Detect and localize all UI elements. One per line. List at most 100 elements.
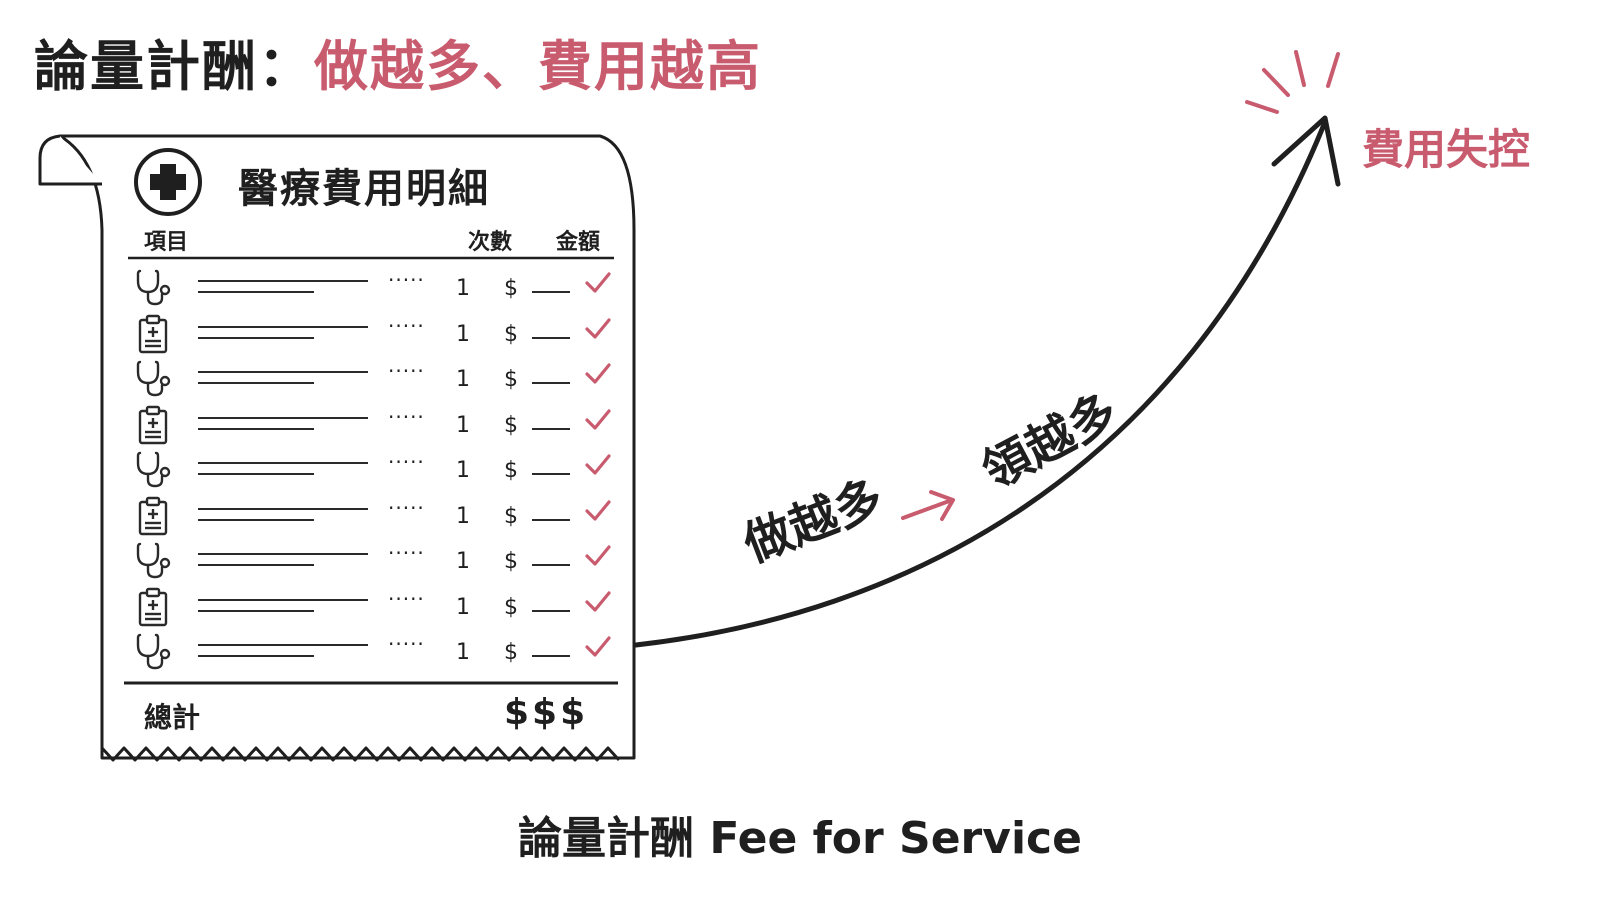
item-text-line bbox=[198, 553, 368, 555]
row-currency: $ bbox=[504, 412, 518, 438]
row-currency: $ bbox=[504, 549, 518, 574]
row-currency: $ bbox=[504, 276, 518, 301]
column-header-amount: 金額 bbox=[556, 230, 601, 255]
stethoscope-icon bbox=[134, 268, 174, 312]
leader-dots: ····· bbox=[388, 313, 425, 338]
burst-icon bbox=[1245, 50, 1340, 114]
leader-dots: ····· bbox=[388, 541, 425, 565]
row-count: 1 bbox=[456, 321, 470, 347]
leader-dots: ····· bbox=[388, 404, 425, 429]
table-row: ····· 1 $ bbox=[128, 308, 618, 354]
item-text-line bbox=[198, 462, 368, 464]
leader-dots: ····· bbox=[388, 268, 425, 292]
check-icon bbox=[584, 543, 612, 573]
clipboard-icon bbox=[134, 587, 174, 631]
stethoscope-icon bbox=[134, 359, 174, 403]
item-subtext-line bbox=[198, 336, 314, 339]
check-icon bbox=[584, 361, 612, 391]
check-icon bbox=[584, 452, 612, 482]
row-currency: $ bbox=[504, 594, 518, 620]
item-subtext-line bbox=[198, 655, 314, 657]
page-title: 論量計酬：做越多、費用越高 bbox=[34, 22, 762, 101]
leader-dots: ····· bbox=[388, 586, 425, 611]
column-header-count: 次數 bbox=[468, 230, 513, 255]
row-amount-blank bbox=[532, 655, 570, 657]
table-row: ····· 1 $ bbox=[128, 535, 618, 581]
stethoscope-icon bbox=[134, 632, 174, 676]
item-text-line bbox=[198, 507, 368, 510]
receipt-heading: 醫療費用明細 bbox=[238, 166, 490, 212]
row-currency: $ bbox=[504, 640, 518, 665]
row-currency: $ bbox=[504, 367, 518, 392]
check-icon bbox=[584, 407, 612, 437]
check-icon bbox=[584, 270, 612, 300]
item-text-line bbox=[198, 371, 368, 373]
row-currency: $ bbox=[504, 458, 518, 483]
row-count: 1 bbox=[456, 594, 470, 620]
row-count: 1 bbox=[456, 458, 470, 483]
check-icon bbox=[584, 498, 612, 528]
row-currency: $ bbox=[504, 503, 518, 529]
item-text-line bbox=[198, 644, 368, 646]
row-amount-blank bbox=[532, 382, 570, 384]
item-subtext-line bbox=[198, 518, 314, 521]
item-text-line bbox=[198, 325, 368, 328]
row-amount-blank bbox=[532, 564, 570, 566]
table-row: ····· 1 $ bbox=[128, 262, 618, 308]
stethoscope-icon bbox=[134, 541, 174, 585]
table-row: ····· 1 $ bbox=[128, 399, 618, 445]
item-subtext-line bbox=[198, 609, 314, 612]
row-amount-blank bbox=[532, 427, 570, 430]
table-row: ····· 1 $ bbox=[128, 490, 618, 536]
column-header-item: 項目 bbox=[144, 230, 189, 255]
receipt-rows: ·····1$ ·····1$ ·····1$ ·····1$ ·····1$ … bbox=[128, 262, 618, 672]
row-count: 1 bbox=[456, 503, 470, 529]
table-row: ····· 1 $ bbox=[128, 444, 618, 490]
item-subtext-line bbox=[198, 473, 314, 475]
row-currency: $ bbox=[504, 321, 518, 347]
clipboard-icon bbox=[134, 496, 174, 540]
medical-cross-icon bbox=[134, 148, 202, 216]
item-subtext-line bbox=[198, 564, 314, 566]
clipboard-icon bbox=[134, 405, 174, 449]
item-text-line bbox=[198, 416, 368, 419]
row-count: 1 bbox=[456, 549, 470, 574]
growth-curve bbox=[633, 119, 1328, 648]
leader-dots: ····· bbox=[388, 450, 425, 474]
title-accent: 做越多、費用越高 bbox=[314, 35, 762, 98]
row-count: 1 bbox=[456, 640, 470, 665]
row-amount-blank bbox=[532, 609, 570, 612]
row-amount-blank bbox=[532, 336, 570, 339]
row-count: 1 bbox=[456, 276, 470, 301]
leader-dots: ····· bbox=[388, 632, 425, 656]
item-subtext-line bbox=[198, 427, 314, 430]
check-icon bbox=[584, 589, 612, 619]
receipt-curl bbox=[38, 134, 102, 186]
small-arrow-icon bbox=[901, 490, 955, 521]
item-subtext-line bbox=[198, 382, 314, 384]
check-icon bbox=[584, 634, 612, 664]
item-subtext-line bbox=[198, 291, 314, 293]
table-row: ····· 1 $ bbox=[128, 353, 618, 399]
stethoscope-icon bbox=[134, 450, 174, 494]
row-amount-blank bbox=[532, 518, 570, 521]
table-row: ····· 1 $ bbox=[128, 626, 618, 672]
footer-caption: 論量計酬 Fee for Service bbox=[518, 813, 1082, 864]
row-count: 1 bbox=[456, 412, 470, 438]
clipboard-icon bbox=[134, 314, 174, 358]
row-count: 1 bbox=[456, 367, 470, 392]
item-text-line bbox=[198, 598, 368, 601]
leader-dots: ····· bbox=[388, 359, 425, 383]
item-text-line bbox=[198, 280, 368, 282]
row-amount-blank bbox=[532, 473, 570, 475]
arrow-head-icon bbox=[1271, 115, 1341, 187]
row-amount-blank bbox=[532, 291, 570, 293]
leader-dots: ····· bbox=[388, 495, 425, 520]
curve-label-runaway: 費用失控 bbox=[1362, 125, 1531, 174]
table-row: ····· 1 $ bbox=[128, 581, 618, 627]
title-prefix: 論量計酬： bbox=[34, 35, 314, 98]
total-label: 總計 bbox=[144, 701, 201, 734]
total-value: $$$ bbox=[504, 692, 589, 733]
receipt-zigzag bbox=[100, 746, 621, 762]
check-icon bbox=[584, 316, 612, 346]
